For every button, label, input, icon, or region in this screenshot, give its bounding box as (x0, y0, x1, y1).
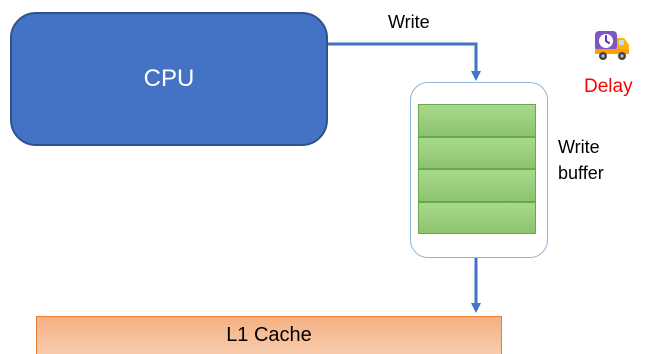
write-buffer-label-line2: buffer (558, 163, 604, 183)
write-arrow (328, 42, 481, 81)
write-buffer-slot (418, 104, 536, 137)
cpu-box: CPU (10, 12, 328, 146)
l1-cache-label: L1 Cache (226, 324, 312, 346)
write-buffer-slot (418, 201, 536, 234)
write-buffer-label: Write buffer (558, 134, 638, 186)
write-buffer-label-line1: Write (558, 137, 600, 157)
write-buffer-slot (418, 169, 536, 202)
l1-cache-bar: L1 Cache (36, 316, 502, 354)
delay-label: Delay (584, 76, 633, 97)
write-buffer-slots (418, 104, 536, 234)
delivery-truck-clock-icon (595, 31, 629, 60)
write-buffer-slot (418, 136, 536, 169)
write-arrow-label: Write (388, 12, 430, 32)
cpu-label: CPU (143, 65, 195, 92)
